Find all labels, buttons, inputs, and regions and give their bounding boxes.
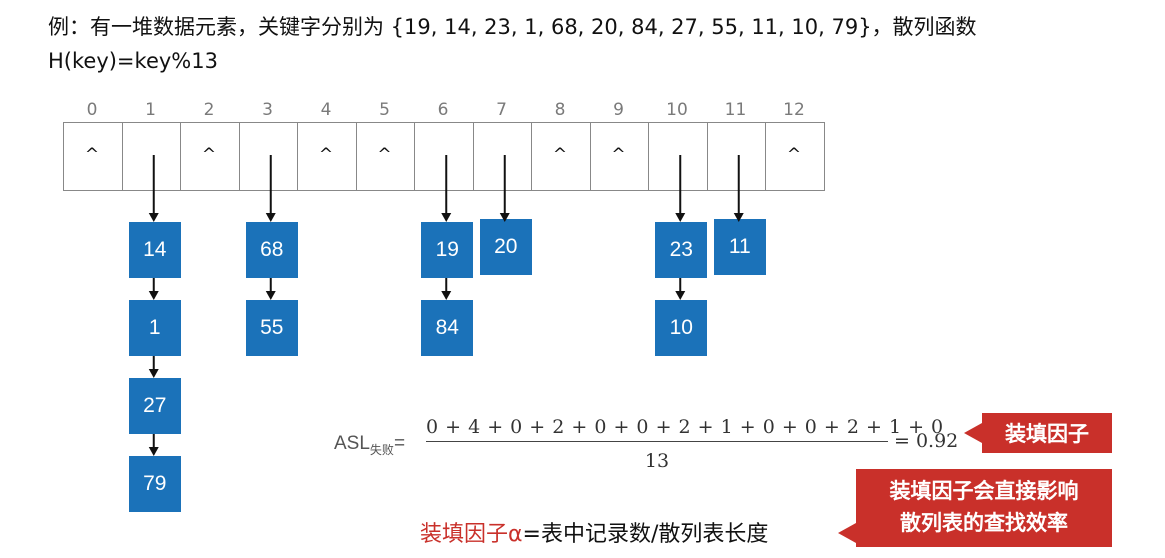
chain-node: 14 <box>128 222 181 278</box>
formula-result: = 0.92 <box>894 430 959 452</box>
chain-node: 68 <box>245 222 298 278</box>
chain-node: 79 <box>128 456 181 512</box>
hash-slot <box>414 122 474 191</box>
asl-label: ASL失败= <box>334 433 406 457</box>
arrow-head <box>441 213 452 222</box>
arrow-head <box>499 213 510 222</box>
hash-slot <box>297 122 357 191</box>
slot-index: 9 <box>613 100 624 120</box>
arrow-head <box>441 291 452 300</box>
chain-node: 84 <box>421 300 474 356</box>
chain-node: 1 <box>128 300 181 356</box>
slot-index: 12 <box>783 100 805 120</box>
slot-index: 11 <box>724 100 747 120</box>
slot-index: 0 <box>86 100 98 120</box>
chain-node: 11 <box>713 219 766 275</box>
hash-slot <box>765 122 825 191</box>
slot-index: 2 <box>203 100 215 120</box>
hash-slot <box>706 122 766 191</box>
null-pointer: ^ <box>318 145 334 165</box>
chain-node: 19 <box>421 222 474 278</box>
arrow-head <box>148 369 159 378</box>
slot-index: 6 <box>437 100 449 120</box>
arrow-head <box>675 213 686 222</box>
slot-index: 3 <box>262 100 273 120</box>
arrow-head <box>148 213 159 222</box>
callout-pointer <box>838 523 856 543</box>
fraction-line <box>426 441 888 442</box>
hash-slot <box>648 122 708 191</box>
arrow-head <box>733 213 744 222</box>
load-factor-definition: 装填因子α=表中记录数/散列表长度 <box>420 522 769 547</box>
null-pointer: ^ <box>84 145 100 165</box>
arrow-head <box>265 291 276 300</box>
arrow-head <box>148 291 159 300</box>
chain-node: 23 <box>655 222 708 278</box>
chain-node: 55 <box>245 300 298 356</box>
effect-line1: 装填因子会直接影响 <box>889 479 1079 503</box>
problem-statement: 例：有一堆数据元素，关键字分别为 {19, 14, 23, 1, 68, 20,… <box>48 15 977 39</box>
slot-index: 5 <box>379 100 390 120</box>
effect-tag: 装填因子会直接影响 散列表的查找效率 <box>856 469 1112 547</box>
slot-index: 4 <box>320 100 332 120</box>
hash-slot <box>121 122 181 191</box>
arrow-head <box>675 291 686 300</box>
effect-line2: 散列表的查找效率 <box>900 511 1068 535</box>
arrow-head <box>265 213 276 222</box>
arrow-head <box>148 447 159 456</box>
null-pointer: ^ <box>611 145 626 165</box>
null-pointer: ^ <box>201 145 217 165</box>
formula-denominator: 13 <box>644 450 670 472</box>
hash-slot <box>238 122 298 191</box>
slot-index: 10 <box>666 100 688 120</box>
hash-slot <box>180 122 240 191</box>
slot-index: 8 <box>554 100 566 120</box>
chain-node: 10 <box>655 300 708 356</box>
chain-node: 27 <box>128 378 181 434</box>
hash-function: H(key)=key%13 <box>48 49 218 73</box>
hash-slot <box>531 122 591 191</box>
null-pointer: ^ <box>377 145 392 165</box>
null-pointer: ^ <box>786 145 802 165</box>
load-factor-tag: 装填因子 <box>982 413 1112 453</box>
hash-slot <box>472 122 532 191</box>
chain-node: 20 <box>479 219 532 275</box>
slot-index: 1 <box>145 100 156 120</box>
null-pointer: ^ <box>552 145 568 165</box>
slot-index: 7 <box>496 100 507 120</box>
hash-slot <box>355 122 415 191</box>
callout-pointer <box>964 423 982 443</box>
formula-numerator: 0 + 4 + 0 + 2 + 0 + 0 + 2 + 1 + 0 + 0 + … <box>426 416 944 438</box>
